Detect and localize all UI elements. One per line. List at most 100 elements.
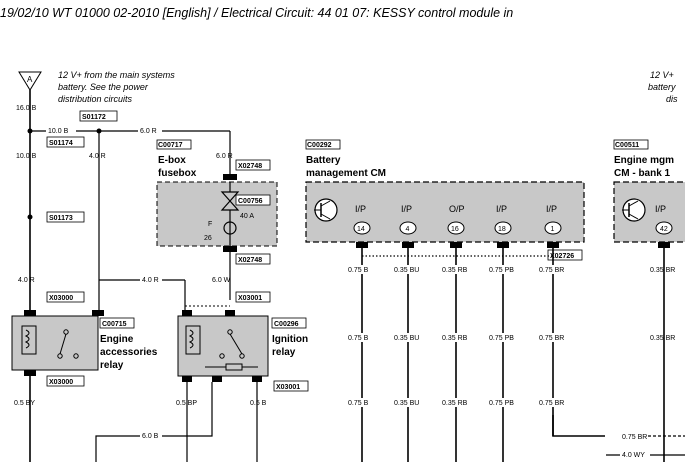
c00296-pin xyxy=(252,376,262,382)
c00296-id-box xyxy=(271,317,307,329)
bcm-pin-type: I/P xyxy=(546,204,557,214)
wire-label-10b-b: 10.0 B xyxy=(16,153,37,160)
supply-note-right-2: battery xyxy=(648,82,676,92)
c00511-id-box xyxy=(613,139,649,150)
wire-label-6b: 6.0 B xyxy=(142,433,159,440)
c00756-id: C00756 xyxy=(238,198,263,205)
connector-x03001-top-label: X03001 xyxy=(238,295,262,302)
c00756-fuse-letter: F xyxy=(208,221,212,228)
connector-x02748-bottom xyxy=(235,253,271,265)
bcm-wire-label: 0.75 B xyxy=(348,267,369,274)
c00296-pin xyxy=(212,376,222,382)
splice-s01173-label: S01173 xyxy=(49,215,73,222)
wire-label-05by: 0.5 BY xyxy=(14,400,35,407)
wire-label-6r-a: 6.0 R xyxy=(140,128,157,135)
label-bg xyxy=(487,333,519,342)
label-bg xyxy=(140,432,162,440)
c00756-fuse-number: 26 xyxy=(204,235,212,242)
bcm-wire-group: 0.75 B0.75 B0.75 B0.35 BU0.35 BU0.35 BU0… xyxy=(346,248,569,462)
c00715-name-2: accessories xyxy=(100,347,158,358)
bcm-wire-label: 0.35 BU xyxy=(394,267,419,274)
c00292-id: C00292 xyxy=(307,142,332,149)
wire-6b xyxy=(95,382,213,462)
bcm-pin-num: 16 xyxy=(451,226,459,233)
bcm-pin-num: 18 xyxy=(498,226,506,233)
wire-label-6w: 6.0 W xyxy=(212,277,231,284)
supply-note-line-2: battery. See the power xyxy=(58,82,149,92)
bcm-pin-connector xyxy=(402,242,414,248)
wire-label-05b: 0.5 B xyxy=(250,400,267,407)
label-bg xyxy=(138,127,162,135)
wire-label-4r-c: 4.0 R xyxy=(142,277,159,284)
label-bg xyxy=(346,398,378,407)
connector-x03000-bottom xyxy=(46,375,85,387)
ecm-wire-label-1: 0.35 BR xyxy=(650,267,675,274)
bcm-pin-circle xyxy=(494,221,512,235)
splice-s01172 xyxy=(79,110,118,122)
c00511-name-2: CM - bank 1 xyxy=(614,168,671,179)
bcm-pin-circle xyxy=(544,221,562,235)
c00296-name-1: Ignition xyxy=(272,334,308,345)
bcm-pin-type: I/P xyxy=(496,204,507,214)
bcm-wire-label: 0.75 BR xyxy=(539,335,564,342)
label-bg xyxy=(537,398,569,407)
label-bg xyxy=(392,265,424,274)
connector-x03001-top xyxy=(235,291,271,303)
wire-label-4r-a: 4.0 R xyxy=(89,153,106,160)
wire-label-16b: 16.0 B xyxy=(16,105,37,112)
bcm-pin-num: 4 xyxy=(406,226,410,233)
connector-x03001-bottom-label: X03001 xyxy=(276,384,300,391)
wire-label-right-br: 0.75 BR xyxy=(622,434,647,441)
relay-switch-icon xyxy=(57,329,79,359)
c00715-pin xyxy=(24,310,36,316)
wire-label-4r-b: 4.0 R xyxy=(18,277,35,284)
transistor-icon xyxy=(314,198,338,222)
bcm-pin-connector xyxy=(547,242,559,248)
bcm-pin-connector xyxy=(450,242,462,248)
bcm-wire-label: 0.75 B xyxy=(348,400,369,407)
bcm-pin-connector xyxy=(356,242,368,248)
label-bg xyxy=(487,265,519,274)
label-bg xyxy=(440,265,472,274)
relay-switch-icon xyxy=(219,329,245,359)
c00715-relay-body xyxy=(11,315,99,371)
resistor-icon xyxy=(205,363,258,371)
connector-x03001-bottom xyxy=(273,380,309,392)
label-bg xyxy=(346,333,378,342)
connector-x02748-bottom-label: X02748 xyxy=(238,257,262,264)
document-title: 19/02/10 WT 01000 02-2010 [English] / El… xyxy=(0,6,514,20)
bcm-pin-type: I/P xyxy=(401,204,412,214)
bcm-wire-label: 0.75 PB xyxy=(489,267,514,274)
ecm-pin-type: I/P xyxy=(655,204,666,214)
bcm-pin-num: 1 xyxy=(551,226,555,233)
splice-s01173 xyxy=(46,211,85,223)
splice-s01174 xyxy=(46,136,85,148)
wire-label-10b-a: 10.0 B xyxy=(48,128,69,135)
c00717-fusebox-body xyxy=(156,181,278,247)
ecm-pin-connector xyxy=(658,242,670,248)
label-bg xyxy=(346,265,378,274)
label-bg xyxy=(440,398,472,407)
c00717-connector-bottom xyxy=(223,246,237,252)
fuse-c00756 xyxy=(220,182,240,246)
supply-note-line-1: 12 V+ from the main systems xyxy=(58,70,175,80)
bcm-wire-label: 0.35 BU xyxy=(394,400,419,407)
label-bg xyxy=(46,127,76,135)
bcm-pin-num: 14 xyxy=(357,226,365,233)
c00715-name-3: relay xyxy=(100,360,124,371)
label-bg xyxy=(487,398,519,407)
c00715-name-1: Engine xyxy=(100,334,134,345)
c00296-name-2: relay xyxy=(272,347,296,358)
c00296-pin xyxy=(182,310,192,316)
connector-x02726 xyxy=(547,249,583,261)
label-bg xyxy=(392,333,424,342)
ecm-pin-num: 42 xyxy=(660,226,668,233)
relay-coil-icon xyxy=(185,325,201,355)
label-bg xyxy=(620,451,650,459)
c00292-id-box xyxy=(305,139,341,150)
wire-br-right xyxy=(552,415,605,437)
c00715-pin xyxy=(92,310,104,316)
label-bg xyxy=(140,276,162,284)
